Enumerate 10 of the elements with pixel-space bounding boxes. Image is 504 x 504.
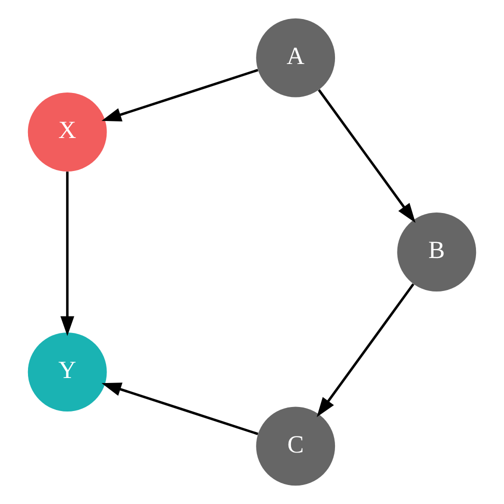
arrow xyxy=(318,89,416,223)
node-circle: Y xyxy=(28,332,107,412)
arrow xyxy=(102,382,258,436)
arrow xyxy=(316,283,414,418)
node-circle: C xyxy=(256,406,336,486)
arrow xyxy=(60,172,74,336)
arrow xyxy=(102,68,258,122)
node-circle: A xyxy=(256,18,336,98)
node-circle: X xyxy=(28,92,107,172)
node-circle: B xyxy=(397,212,476,292)
